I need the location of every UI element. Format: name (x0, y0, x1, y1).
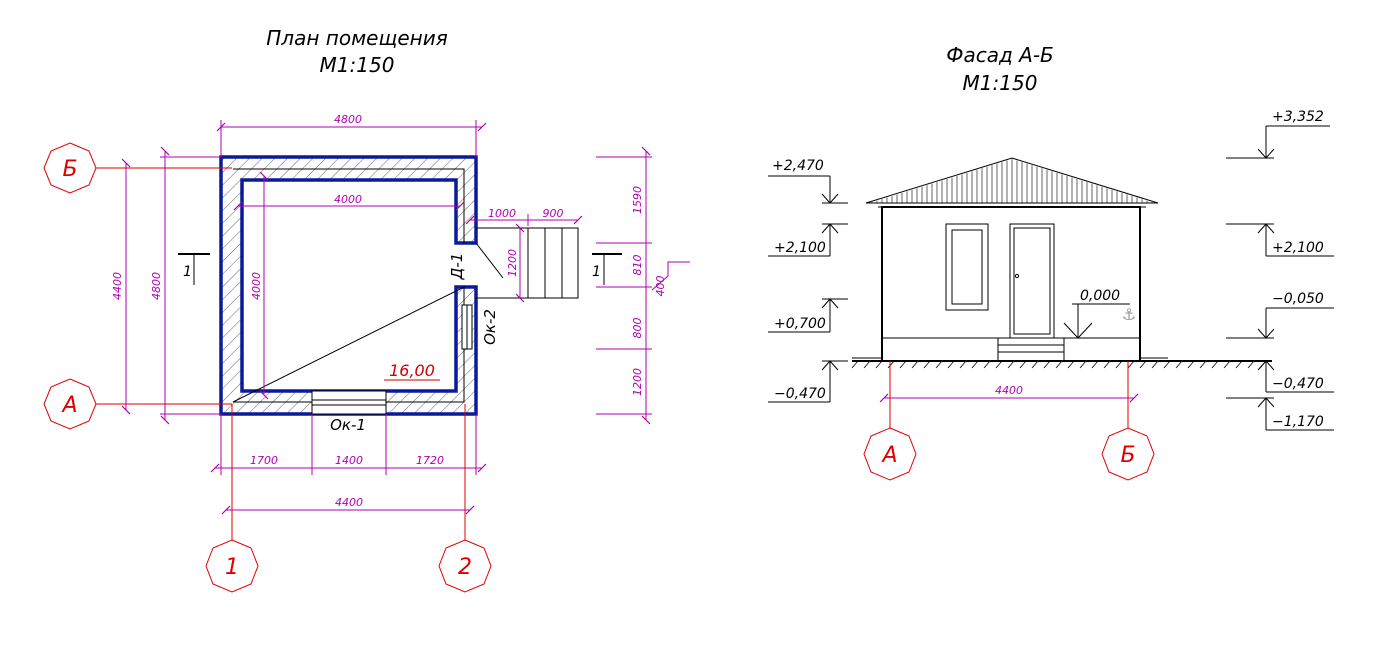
levels-right: +3,352 +2,100 −0,050 −0,470 −1,170 (1226, 109, 1334, 431)
facade-title: Фасад А-Б (946, 43, 1054, 67)
svg-text:Б: Б (1120, 443, 1135, 468)
svg-text:2: 2 (458, 555, 472, 580)
svg-text:+0,700: +0,700 (774, 316, 826, 332)
axis-marker-2: 2 (438, 539, 492, 593)
svg-text:900: 900 (543, 207, 564, 220)
svg-text:А: А (60, 393, 77, 418)
svg-text:4400: 4400 (111, 272, 124, 300)
facade-axis-marker-b: Б (1101, 427, 1155, 481)
axis-marker-a: А (43, 378, 97, 430)
area-label: 16,00 (389, 361, 435, 380)
section-label-left: 1 (183, 264, 192, 280)
facade-steps (997, 337, 1065, 362)
plan-drawing: План помещения М1:150 Ок-1 Ок-2 Д-1 16,0… (43, 26, 690, 593)
plan-scale: М1:150 (320, 53, 395, 77)
svg-text:1200: 1200 (506, 249, 519, 277)
plan-title: План помещения (266, 26, 447, 50)
facade-window (945, 223, 989, 311)
door-label: Д-1 (448, 253, 466, 281)
dim-facade-axes: 4400 (879, 384, 1139, 403)
svg-text:−0,470: −0,470 (774, 386, 826, 402)
dim-inner-width: 4000 (233, 193, 465, 211)
window-ok1-label: Ок-1 (330, 416, 366, 434)
svg-text:1000: 1000 (488, 207, 516, 220)
window-ok1 (311, 390, 387, 415)
svg-text:4400: 4400 (335, 496, 363, 509)
svg-text:Б: Б (62, 157, 77, 182)
svg-text:4800: 4800 (150, 272, 163, 300)
svg-text:1200: 1200 (631, 368, 644, 396)
dim-right: 1590 810 400 800 1200 (596, 146, 690, 425)
dim-top-total: 4800 (216, 113, 487, 157)
svg-text:+3,352: +3,352 (1272, 109, 1324, 125)
svg-text:1: 1 (225, 555, 239, 580)
roof (865, 157, 1159, 208)
svg-text:4000: 4000 (334, 193, 362, 206)
svg-text:1700: 1700 (250, 454, 278, 467)
dim-stair: 1000 900 1200 (465, 207, 583, 303)
svg-text:−0,050: −0,050 (1272, 291, 1324, 307)
svg-text:810: 810 (631, 255, 644, 276)
svg-text:+2,100: +2,100 (774, 240, 826, 256)
ground-line (851, 357, 1272, 369)
levels-left: +2,470 +2,100 +0,700 −0,470 (768, 158, 848, 403)
svg-text:−0,470: −0,470 (1272, 376, 1324, 392)
svg-text:4400: 4400 (995, 384, 1023, 397)
svg-text:1400: 1400 (335, 454, 363, 467)
svg-text:А: А (880, 443, 897, 468)
facade-axis-marker-a: А (863, 427, 917, 481)
svg-text:−1,170: −1,170 (1272, 414, 1324, 430)
svg-text:4800: 4800 (334, 113, 362, 126)
facade-door (1009, 223, 1055, 339)
axis-marker-b: Б (43, 142, 97, 194)
facade-scale: М1:150 (963, 71, 1038, 95)
section-label-right: 1 (592, 264, 601, 280)
svg-text:4000: 4000 (250, 272, 263, 300)
dim-left: 4400 4800 4000 (111, 146, 269, 425)
facade-drawing: Фасад А-Б М1:150 0,000 (768, 43, 1334, 481)
svg-text:+2,100: +2,100 (1272, 240, 1324, 256)
svg-text:1590: 1590 (631, 186, 644, 214)
dim-bottom: 1700 1400 1720 4400 (210, 414, 487, 515)
axis-marker-1: 1 (205, 539, 259, 593)
svg-text:0,000: 0,000 (1080, 288, 1120, 304)
window-ok2-label: Ок-2 (481, 309, 499, 345)
door-leaf (475, 242, 504, 279)
anchor-icon: ⚓ (1122, 305, 1136, 324)
svg-text:800: 800 (631, 318, 644, 339)
svg-text:+2,470: +2,470 (772, 158, 824, 174)
level-zero-marker: 0,000 ⚓ (1063, 288, 1136, 339)
svg-text:1720: 1720 (416, 454, 444, 467)
svg-text:400: 400 (654, 276, 667, 297)
